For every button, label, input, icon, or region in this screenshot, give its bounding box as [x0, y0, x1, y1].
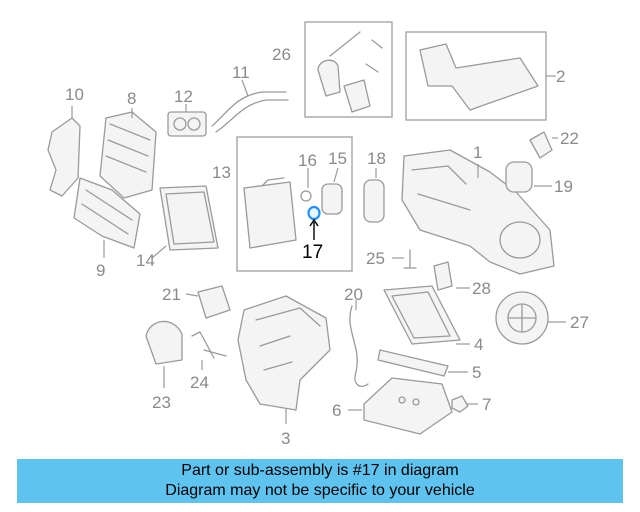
inset-box-26: [304, 21, 393, 118]
part-1-hvac-case: [401, 149, 555, 275]
part-15-sensor: [321, 183, 343, 215]
part-23-actuator: [145, 320, 183, 365]
callout-23: 23: [152, 393, 171, 412]
callout-3: 3: [281, 429, 290, 448]
part-8-evaporator: [99, 111, 157, 199]
part-7-grommet: [451, 395, 469, 413]
part-4-filter: [383, 285, 461, 345]
callout-26: 26: [272, 45, 291, 64]
callout-2: 2: [556, 67, 565, 86]
callout-14: 14: [136, 251, 155, 270]
callout-9: 9: [96, 261, 105, 280]
inset-box-13: [236, 136, 353, 272]
callout-1: 1: [473, 143, 482, 162]
callout-20: 20: [344, 285, 363, 304]
part-2-cover: [419, 43, 539, 111]
part-16-oring: [300, 190, 312, 202]
part-11-pipes: [211, 91, 289, 133]
callout-25: 25: [366, 249, 385, 268]
callout-28: 28: [472, 279, 491, 298]
callout-6: 6: [332, 401, 341, 420]
callout-11: 11: [232, 63, 250, 82]
callout-21: 21: [162, 285, 181, 304]
part-18-module: [363, 179, 385, 223]
part-25-screw: [403, 249, 417, 269]
callout-24: 24: [190, 373, 209, 392]
callout-12: 12: [174, 87, 193, 106]
part-19-seal: [505, 161, 533, 193]
info-banner: Part or sub-assembly is #17 in diagram D…: [17, 459, 623, 503]
part-21-actuator: [197, 285, 231, 319]
callout-5: 5: [472, 363, 481, 382]
part-6-tray: [363, 377, 453, 435]
banner-line-1: Part or sub-assembly is #17 in diagram: [181, 462, 459, 479]
callout-16: 16: [298, 151, 317, 170]
callout-15: 15: [328, 149, 347, 168]
callout-7: 7: [482, 395, 491, 414]
part-13-valve-block: [243, 181, 297, 249]
callout-8: 8: [127, 89, 136, 108]
part-26-brackets: [317, 59, 341, 97]
callout-17: 17: [302, 242, 323, 263]
part-28-actuator: [433, 261, 453, 291]
part-17-oring-highlighted: [307, 205, 321, 221]
callout-19: 19: [554, 177, 573, 196]
part-24-sensor: [191, 331, 227, 359]
part-5-seal: [377, 349, 449, 377]
banner-line-2: Diagram may not be specific to your vehi…: [165, 482, 475, 499]
callout-4: 4: [474, 335, 483, 354]
callout-22: 22: [560, 129, 579, 148]
part-20-hose: [349, 305, 369, 387]
callout-27: 27: [570, 313, 589, 332]
part-14-filter: [159, 185, 219, 251]
part-3-lower-case: [237, 295, 331, 411]
part-10-bracket: [47, 117, 81, 197]
callout-10: 10: [65, 85, 84, 104]
part-22-clip: [529, 131, 553, 159]
callout-18: 18: [367, 149, 386, 168]
callout-13: 13: [212, 163, 231, 182]
parts-diagram: 10 8 12 11 26 2 13 16 15 18 1 22 19 17 9…: [47, 21, 589, 448]
